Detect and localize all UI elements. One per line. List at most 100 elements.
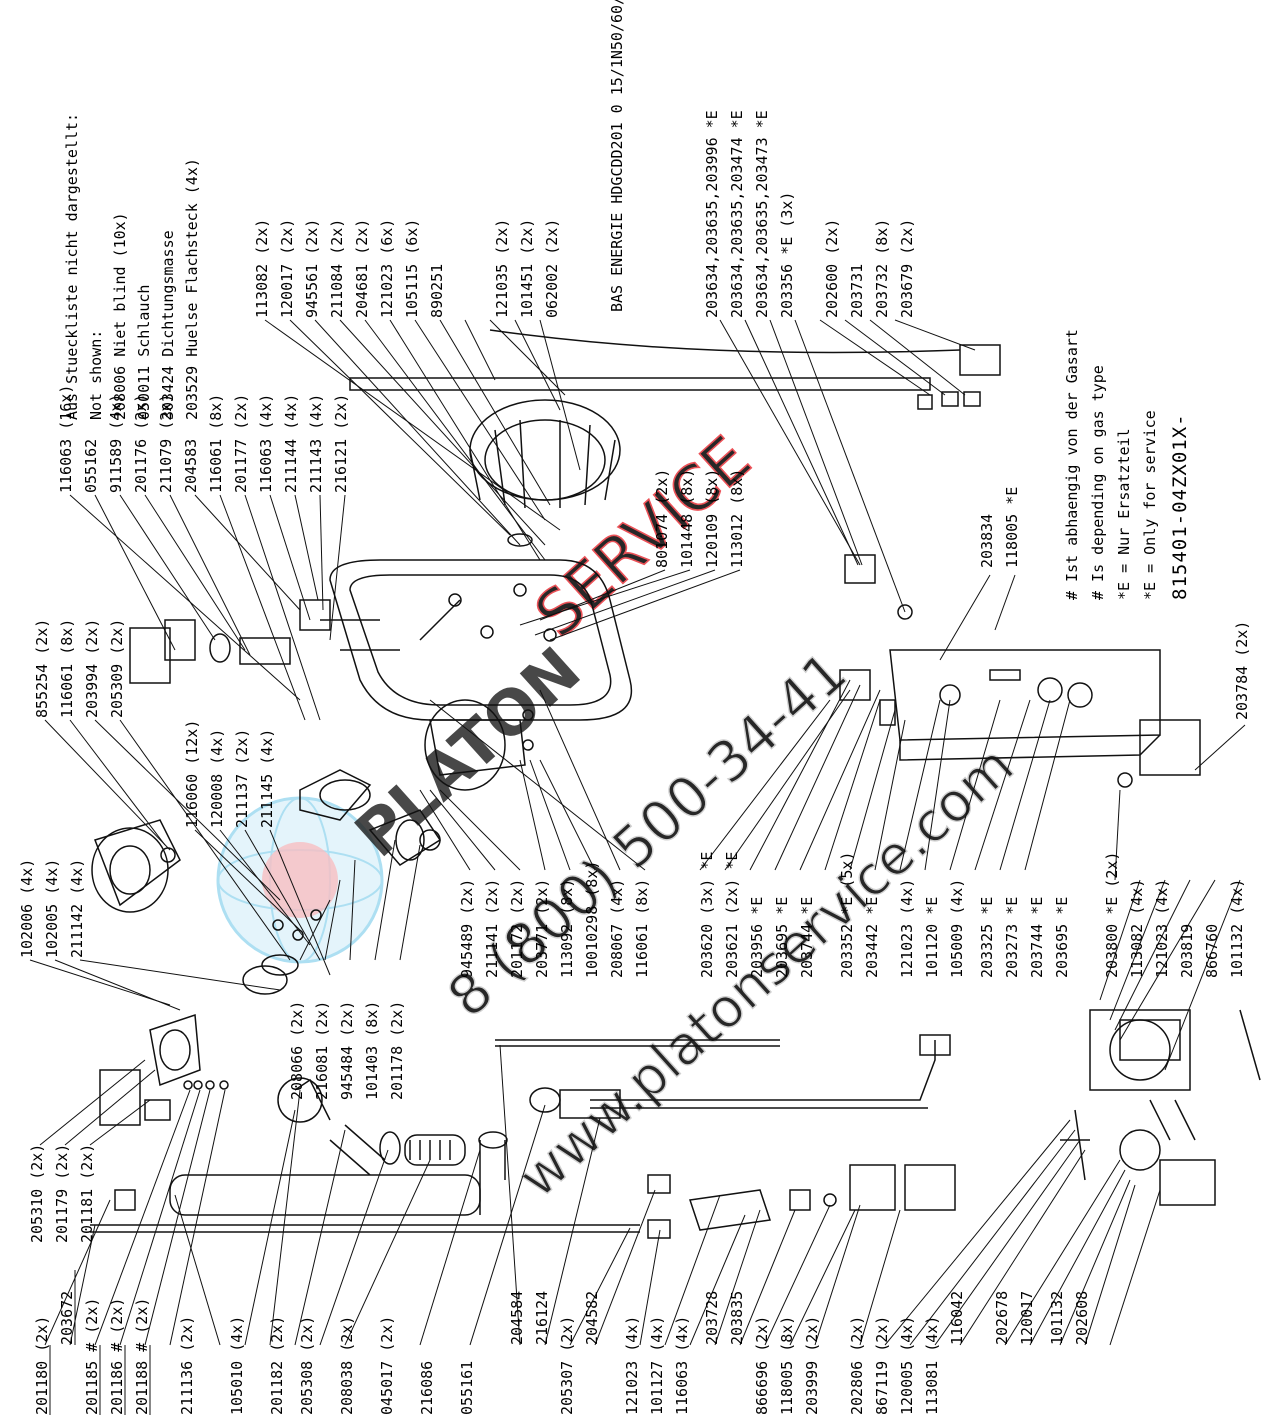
control-box bbox=[839, 649, 1161, 761]
part-label: 121023 (6x) bbox=[378, 219, 396, 318]
part-label: 203634,203635,203473 *E bbox=[753, 110, 771, 318]
labels-control-box: 203834 118005 *E bbox=[978, 487, 1021, 568]
blower-housing bbox=[91, 819, 181, 913]
fan-motor bbox=[424, 699, 534, 791]
part-label: 201179 (2x) bbox=[53, 1144, 71, 1243]
product-label: BAS ENERGIE HDGCDD201 0 15/1N50/60/230 bbox=[608, 0, 626, 312]
part-label: 121023 (4x) bbox=[1153, 879, 1171, 978]
part-label: 201181 (2x) bbox=[78, 1144, 96, 1243]
part-label: 203352 *E (5x) bbox=[838, 852, 856, 978]
part-label: 203994 (2x) bbox=[83, 619, 101, 718]
burner-frame bbox=[299, 559, 633, 721]
note-item: 203529 Huelse Flachsteck (4x) bbox=[183, 158, 201, 420]
part-label: 216124 bbox=[533, 1291, 551, 1345]
part-label: 867119 (2x) bbox=[873, 1316, 891, 1415]
part-label: 945484 (2x) bbox=[338, 1001, 356, 1100]
labels-center-mid: 945489 (2x) 211141 (2x) 201172 (2x) 2037… bbox=[458, 861, 651, 978]
part-label: 121023 (4x) bbox=[623, 1316, 641, 1415]
part-label: 203620 (3x) *E bbox=[698, 852, 716, 978]
labels-left-mid2: 116060 (12x) 120008 (4x) 211137 (2x) 211… bbox=[183, 720, 276, 828]
part-label: 201188 # (2x) bbox=[133, 1298, 151, 1415]
part-label: 202600 (2x) bbox=[823, 219, 841, 318]
part-label: 203784 (2x) bbox=[1233, 621, 1251, 720]
part-label: 101448 (8x) bbox=[678, 469, 696, 568]
part-label: 211137 (2x) bbox=[233, 729, 251, 828]
part-label: 105115 (6x) bbox=[403, 219, 421, 318]
part-label: 203800 *E (2x) bbox=[1103, 852, 1121, 978]
part-label: 203672 bbox=[58, 1291, 76, 1345]
part-label: 118005 (8x) bbox=[778, 1316, 796, 1415]
part-label: 203819 bbox=[1178, 924, 1196, 978]
blower-wheel bbox=[469, 399, 621, 547]
service-note-en: *E = Only for service bbox=[1141, 410, 1159, 600]
part-label: 113081 (4x) bbox=[923, 1316, 941, 1415]
part-label: 10010298 (8x) bbox=[583, 861, 601, 978]
part-label: 216086 bbox=[418, 1361, 436, 1415]
part-label: 202806 (2x) bbox=[848, 1316, 866, 1415]
bracket bbox=[590, 1040, 936, 1109]
part-label: 203834 bbox=[978, 514, 996, 568]
part-label: 203728 bbox=[703, 1291, 721, 1345]
part-label: 121035 (2x) bbox=[493, 219, 511, 318]
tube bbox=[90, 1224, 640, 1233]
part-label: 116063 (16x) bbox=[57, 385, 75, 493]
labels-top-far-right: 203634,203635,203996 *E 203634,203635,20… bbox=[703, 110, 916, 318]
part-label: 116060 (12x) bbox=[183, 720, 201, 828]
part-label: 203356 *E (3x) bbox=[778, 192, 796, 318]
part-label: 801074 (2x) bbox=[653, 469, 671, 568]
part-label: 208066 (2x) bbox=[288, 1001, 306, 1100]
labels-right-side: 203784 (2x) bbox=[1233, 621, 1251, 720]
part-label: 116042 bbox=[948, 1291, 966, 1345]
part-label: 120005 (4x) bbox=[898, 1316, 916, 1415]
part-label: 116063 (4x) bbox=[257, 394, 275, 493]
part-label: 211144 (4x) bbox=[282, 394, 300, 493]
part-label: 203695 *E bbox=[1053, 897, 1071, 978]
part-label: 203835 bbox=[728, 1291, 746, 1345]
watermark-brand-logo: PLATON bbox=[341, 633, 594, 871]
part-label: 201186 # (2x) bbox=[108, 1298, 126, 1415]
part-label: 201172 (2x) bbox=[508, 879, 526, 978]
part-label: 204584 bbox=[508, 1291, 526, 1345]
part-label: 203732 (8x) bbox=[873, 219, 891, 318]
part-label: 203744 *E bbox=[1028, 897, 1046, 978]
part-label: 203634,203635,203474 *E bbox=[728, 110, 746, 318]
part-label: 890251 bbox=[428, 264, 446, 318]
gas-note-en: # Is depending on gas type bbox=[1089, 365, 1107, 600]
part-label: 211141 (2x) bbox=[483, 879, 501, 978]
part-label: 055162 bbox=[82, 439, 100, 493]
labels-bottom: 201180 (2x) 203672 201185 # (2x) 201186 … bbox=[33, 1291, 1091, 1415]
part-label: 116061 (8x) bbox=[207, 394, 225, 493]
part-label: 101451 (2x) bbox=[518, 219, 536, 318]
labels-electric: 203620 (3x) *E 203621 (2x) *E 203956 *E … bbox=[698, 852, 1071, 978]
labels-bottom-left-upper: 205310 (2x) 201179 (2x) 201181 (2x) bbox=[28, 1144, 96, 1243]
part-label: 911589 (4x) bbox=[107, 394, 125, 493]
igniter-block bbox=[849, 1164, 896, 1211]
part-label: 113082 (2x) bbox=[253, 219, 271, 318]
part-label: 203634,203635,203996 *E bbox=[703, 110, 721, 318]
part-label: 203325 *E bbox=[978, 897, 996, 978]
service-note-de: *E = Nur Ersatzteil bbox=[1115, 428, 1133, 600]
label-underlines bbox=[49, 1270, 151, 1415]
part-label: 113082 (4x) bbox=[1128, 879, 1146, 978]
part-label: 855254 (2x) bbox=[33, 619, 51, 718]
part-label: 101403 (8x) bbox=[363, 1001, 381, 1100]
part-label: 121023 (4x) bbox=[898, 879, 916, 978]
part-label: 201182 (2x) bbox=[268, 1316, 286, 1415]
flange-assembly bbox=[299, 769, 442, 866]
part-label: 204583 bbox=[182, 439, 200, 493]
part-label: 203771 (2x) bbox=[533, 879, 551, 978]
part-label: 211079 (2x) bbox=[157, 394, 175, 493]
part-label: 062002 (2x) bbox=[543, 219, 561, 318]
part-label: 101132 (4x) bbox=[1228, 879, 1246, 978]
part-label: 101127 (4x) bbox=[648, 1316, 666, 1415]
pipe-bend bbox=[479, 1140, 506, 1215]
part-label: 945489 (2x) bbox=[458, 879, 476, 978]
note-title-en: Not shown: bbox=[87, 330, 105, 420]
part-label: 120017 (2x) bbox=[278, 219, 296, 318]
part-label: 201180 (2x) bbox=[33, 1316, 51, 1415]
part-label: 116063 (4x) bbox=[673, 1316, 691, 1415]
part-label: 120008 (4x) bbox=[208, 729, 226, 828]
part-label: 201176 (2x) bbox=[132, 394, 150, 493]
part-label: 203442 *E bbox=[863, 897, 881, 978]
part-label: 201178 (2x) bbox=[388, 1001, 406, 1100]
